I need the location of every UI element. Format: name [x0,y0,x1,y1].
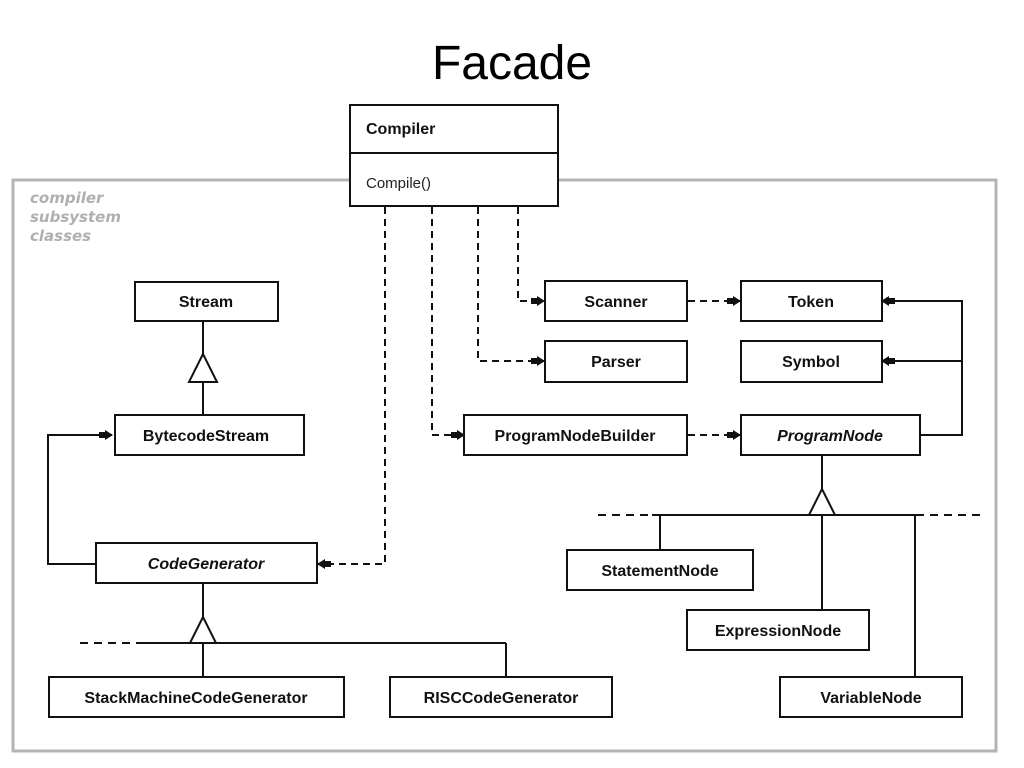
class-name-codegenerator: CodeGenerator [148,556,265,573]
class-compiler[interactable]: Compiler Compile() [349,104,559,207]
class-name-programnode: ProgramNode [777,428,883,445]
class-variablenode[interactable]: VariableNode [779,676,963,718]
class-programnodebuilder[interactable]: ProgramNodeBuilder [463,414,688,456]
class-expressionnode[interactable]: ExpressionNode [686,609,870,651]
inherit-triangle-stream [187,351,219,383]
class-risccodegenerator[interactable]: RISCCodeGenerator [389,676,613,718]
assoc-codegenerator-bytecodestream [47,430,113,565]
class-name-risccodegenerator: RISCCodeGenerator [424,690,579,707]
class-name-scanner: Scanner [584,294,647,311]
class-stackmachinecodegenerator[interactable]: StackMachineCodeGenerator [48,676,345,718]
inherit-triangle-programnode [807,486,837,516]
dep-compiler-programnodebuilder [431,207,465,440]
subsystem-label-line-2: subsystem [30,208,121,226]
subsystem-label-line-3: classes [30,227,91,245]
class-name-symbol: Symbol [782,354,840,371]
operation-compile: Compile() [366,175,431,192]
assoc-programnode-token [881,296,963,436]
class-symbol[interactable]: Symbol [740,340,883,383]
class-name-token: Token [788,294,834,311]
class-name-statementnode: StatementNode [601,563,718,580]
class-scanner[interactable]: Scanner [544,280,688,322]
class-token[interactable]: Token [740,280,883,322]
class-parser[interactable]: Parser [544,340,688,383]
inherit-triangle-codegenerator [188,614,218,644]
class-name-parser: Parser [591,354,641,371]
class-name-bytecodestream: BytecodeStream [143,428,269,445]
dep-compiler-parser [477,207,545,366]
diagram-title: Facade [431,37,593,90]
class-name-compiler: Compiler [366,121,435,138]
class-statementnode[interactable]: StatementNode [566,549,754,591]
class-name-expressionnode: ExpressionNode [715,623,841,640]
class-stream[interactable]: Stream [134,281,279,322]
subsystem-label-line-1: compiler [30,189,105,207]
class-name-variablenode: VariableNode [820,690,921,707]
class-name-stream: Stream [179,294,233,311]
class-name-programnodebuilder: ProgramNodeBuilder [495,428,656,445]
dep-compiler-scanner [517,207,545,306]
class-codegenerator[interactable]: CodeGenerator [95,542,318,584]
class-bytecodestream[interactable]: BytecodeStream [114,414,305,456]
dep-compiler-codegenerator [317,207,386,569]
class-name-stackmachinecodegenerator: StackMachineCodeGenerator [84,690,307,707]
class-programnode[interactable]: ProgramNode [740,414,921,456]
subsystem-frame [11,178,998,753]
